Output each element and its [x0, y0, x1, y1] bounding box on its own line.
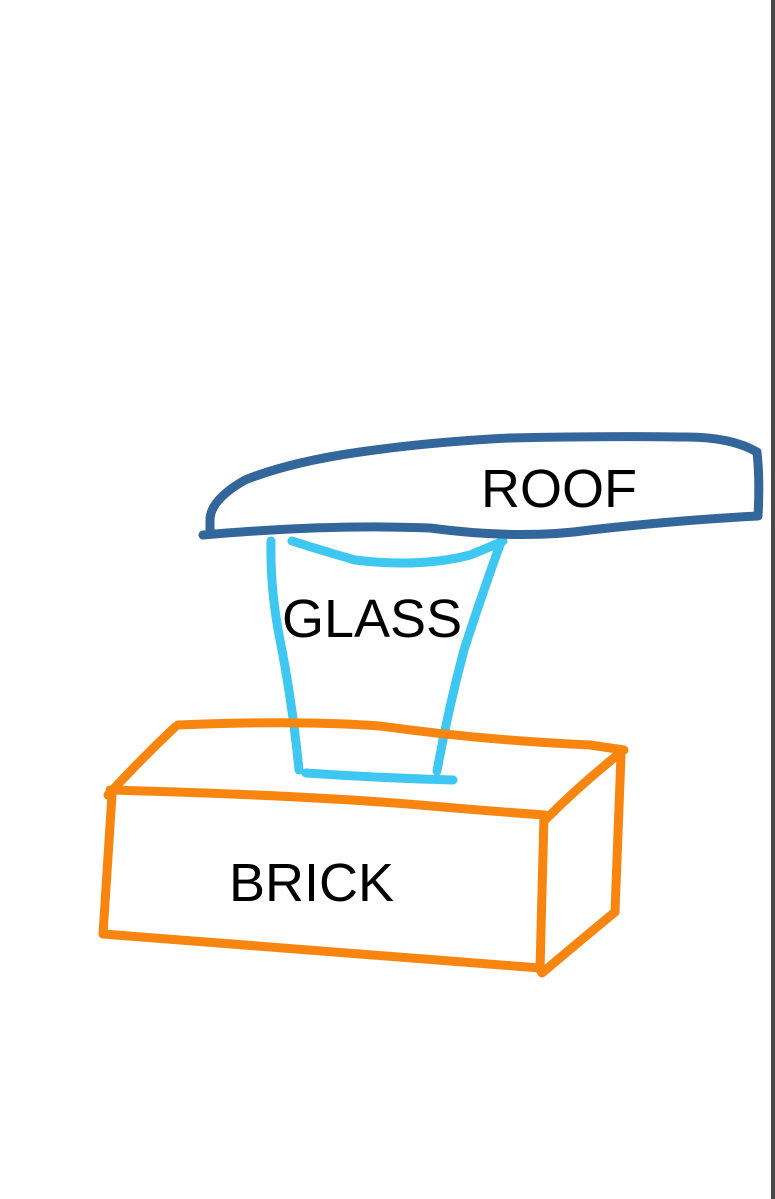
brick-shape [98, 718, 629, 978]
brick-front-bottom-edge [98, 929, 545, 973]
roof-shape [198, 432, 764, 540]
glass-top-rim [287, 536, 508, 568]
glass-shape [266, 536, 508, 785]
glass-left-wall [266, 536, 304, 775]
brick-back-right-edge [610, 750, 626, 917]
roof-outline [198, 432, 764, 540]
brick-front-top-edge [105, 785, 550, 820]
brick-top-right-edge [540, 748, 625, 825]
right-edge-divider [771, 0, 775, 1199]
brick-top-left-edge [103, 722, 180, 800]
brick-front-left-edge [98, 790, 117, 939]
brick-top-back-edge [173, 718, 629, 755]
glass-bottom [301, 768, 458, 785]
brick-label: BRICK [229, 853, 395, 913]
brick-bottom-right-edge [537, 907, 620, 978]
brick-front-right-edge [535, 810, 549, 975]
roof-label: ROOF [481, 459, 637, 519]
glass-label: GLASS [282, 589, 463, 649]
